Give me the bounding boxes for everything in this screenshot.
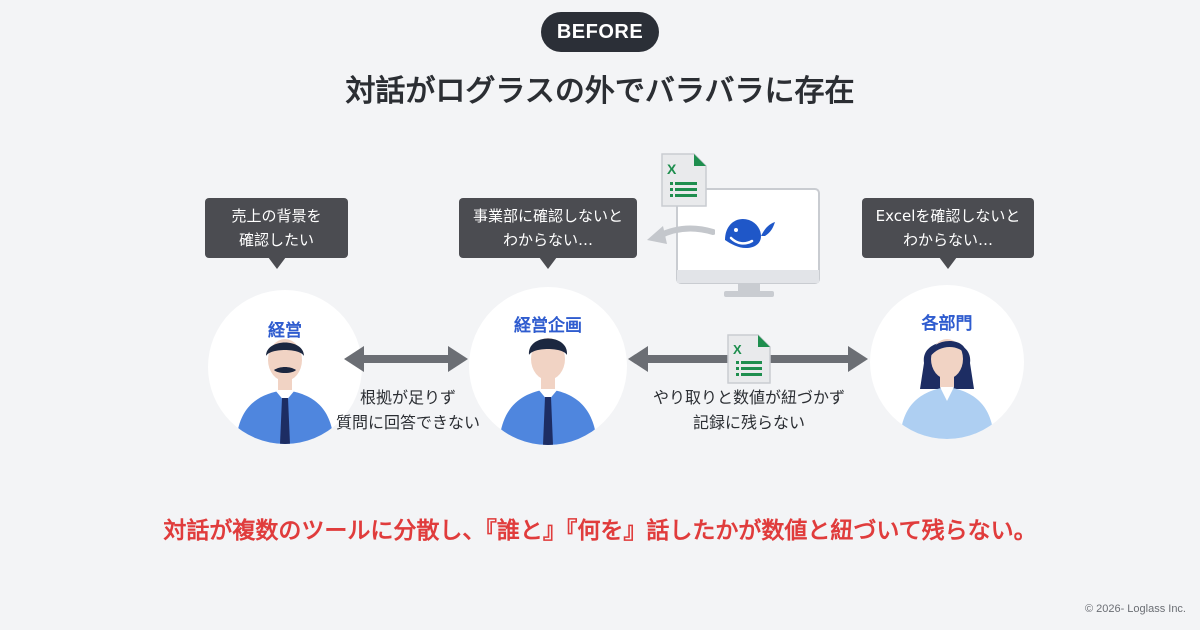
businessman-icon [499,338,597,445]
bubble-line: Excelを確認しないと [875,207,1021,225]
person-label: 各部門 [921,314,973,334]
person-label: 経営 [268,321,302,341]
svg-text:X: X [733,342,742,357]
person-corporate-planning: 経営企画 [469,287,627,445]
conclusion-text: 対話が複数のツールに分散し、『誰と』『何を』話したかが数値と紐づいて残らない。 [163,518,1037,544]
double-arrow-icon [344,346,468,372]
arrow-description-right: やり取りと数値が紐づかず 記録に残らない [640,385,858,435]
person-departments: 各部門 [870,285,1024,439]
description-line: やり取りと数値が紐づかず [652,388,845,407]
page-title: 対話がログラスの外でバラバラに存在 [345,74,855,109]
speech-bubble-planning: 事業部に確認しないと わからない… [459,198,637,269]
arrow-description-left: 根拠が足りず 質問に回答できない [328,385,488,435]
person-executive: 経営 [208,290,362,444]
curved-arrow-icon [647,225,715,244]
speech-bubble-departments: Excelを確認しないと わからない… [862,198,1034,269]
bubble-line: わからない… [502,231,593,249]
person-label: 経営企画 [514,316,582,336]
description-line: 質問に回答できない [335,413,480,432]
businesswoman-icon [900,339,994,439]
description-line: 根拠が足りず [359,388,456,407]
bubble-line: 売上の背景を [231,207,322,225]
whale-logo-icon [725,218,775,248]
excel-file-icon: X [661,153,707,207]
excel-file-icon: X [727,334,771,384]
before-badge: BEFORE [541,12,659,52]
description-line: 記録に残らない [692,413,805,432]
speech-bubble-executive: 売上の背景を 確認したい [205,198,348,269]
monitor-icon [676,188,820,297]
copyright-text: © 2026- Loglass Inc. [1084,603,1186,615]
svg-text:X: X [667,161,677,177]
businessman-mustache-icon [236,339,334,444]
bubble-line: わからない… [902,231,993,249]
bubble-line: 確認したい [238,231,314,249]
bubble-line: 事業部に確認しないと [472,207,623,225]
